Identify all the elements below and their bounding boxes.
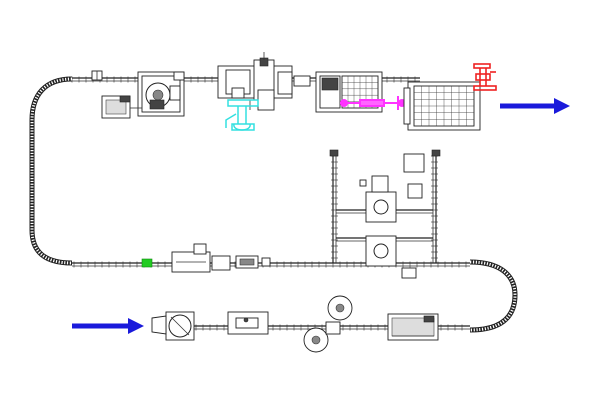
filler-station [217,52,311,111]
middle-conveyor [72,258,470,268]
top-start-unit [91,70,103,81]
bottom-rinser [303,295,353,353]
palletizer [403,81,481,131]
bottom-machine-b [387,313,439,341]
red-highlight-unit [473,63,497,91]
case-packer [315,71,383,113]
left-return-conveyor [29,76,73,266]
rotary-machine [101,71,185,119]
middle-machine [171,243,271,273]
accumulation-zone [329,149,441,279]
magenta-highlight-unit [340,96,406,110]
right-return-conveyor [469,259,518,333]
bottom-machine-a [227,311,269,335]
cyan-highlight-unit [225,99,259,131]
green-sensor [141,258,153,268]
depalletizer-unit [151,311,195,341]
